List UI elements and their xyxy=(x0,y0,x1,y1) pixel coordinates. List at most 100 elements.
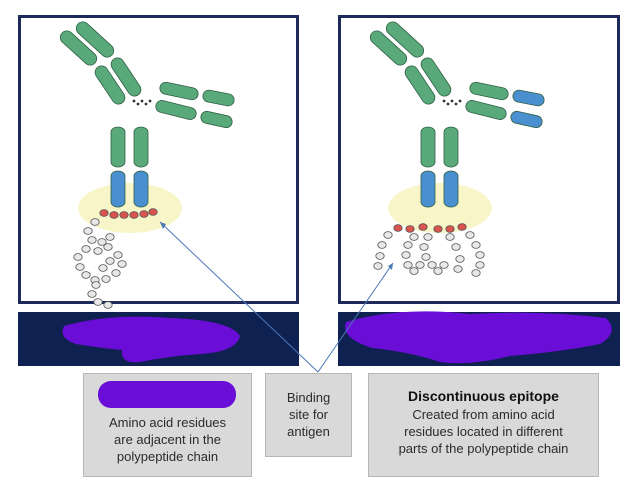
binding-site-halo xyxy=(388,183,492,233)
chain-residue xyxy=(83,227,93,235)
chain-residue xyxy=(375,252,385,260)
hinge-disulfide-dot xyxy=(148,99,152,103)
heavy-chain-segment xyxy=(159,81,199,101)
heavy-chain-segment xyxy=(512,89,545,107)
binding-site-caption: Binding site for antigen xyxy=(265,373,352,457)
chain-residue xyxy=(81,245,91,253)
chain-residue xyxy=(471,269,481,277)
chain-residue xyxy=(451,243,461,251)
hinge-disulfide-dot xyxy=(454,102,458,106)
variable-region xyxy=(133,170,149,208)
hinge-disulfide-dot xyxy=(446,102,450,106)
chain-residue xyxy=(455,255,465,263)
epitope-residue xyxy=(119,211,129,219)
chain-residue xyxy=(439,261,449,269)
chain-residue xyxy=(111,269,121,277)
caption-line: antigen xyxy=(287,424,330,439)
caption-line: polypeptide chain xyxy=(116,449,219,464)
chain-residue xyxy=(409,267,419,275)
chain-residue xyxy=(475,261,485,269)
chain-residue xyxy=(81,271,91,279)
light-chain-segment xyxy=(94,65,126,105)
chain-residue xyxy=(471,241,481,249)
antibody-left xyxy=(59,21,235,309)
caption-line: Amino acid residues xyxy=(108,415,227,430)
chain-residue xyxy=(87,236,97,244)
heavy-chain-segment xyxy=(385,21,425,58)
binding-site-halo xyxy=(78,183,182,233)
redaction-mark xyxy=(98,381,236,408)
epitope-residue xyxy=(129,211,139,219)
chain-residue xyxy=(427,261,437,269)
caption-line: are adjacent in the xyxy=(114,432,221,447)
hinge-disulfide-dot xyxy=(140,99,144,103)
light-chain-segment xyxy=(200,110,233,129)
epitope-residue xyxy=(445,225,455,233)
chain-residue xyxy=(87,290,97,298)
epitope-residue xyxy=(393,224,403,232)
chain-residue xyxy=(433,267,443,275)
pointer-arrowhead xyxy=(160,222,166,229)
light-chain-segment xyxy=(59,30,98,66)
pointer-arrowhead xyxy=(388,263,393,270)
variable-region xyxy=(443,170,459,208)
variable-region xyxy=(420,170,436,208)
redaction-mark xyxy=(345,311,612,364)
light-chain-segment xyxy=(369,30,408,66)
caption-line: parts of the polypeptide chain xyxy=(398,441,569,456)
chain-residue xyxy=(101,275,111,283)
chain-residue xyxy=(403,261,413,269)
chain-residue xyxy=(90,218,100,226)
epitope-residue xyxy=(418,223,428,231)
variable-region xyxy=(110,170,126,208)
heavy-chain-segment xyxy=(75,21,115,58)
chain-residue xyxy=(377,241,387,249)
light-chain-segment xyxy=(510,110,543,129)
heavy-chain-segment xyxy=(202,89,235,107)
chain-residue xyxy=(419,243,429,251)
hinge-disulfide-dot xyxy=(144,102,148,106)
heavy-chain-segment xyxy=(420,57,452,97)
caption-line: Binding xyxy=(286,390,331,405)
caption-title: Discontinuous epitope xyxy=(408,388,559,404)
antibody-right xyxy=(369,21,545,277)
chain-residue xyxy=(465,231,475,239)
epitope-residue xyxy=(148,208,158,216)
chain-residue xyxy=(103,301,113,309)
heavy-chain-segment xyxy=(469,81,509,101)
chain-residue xyxy=(421,253,431,261)
chain-residue xyxy=(91,281,101,289)
chain-residue xyxy=(113,251,123,259)
heavy-chain-segment xyxy=(110,57,142,97)
chain-residue xyxy=(117,260,127,268)
light-chain-segment xyxy=(443,126,459,168)
discontinuous-epitope-caption: Discontinuous epitope Created from amino… xyxy=(368,373,599,477)
epitope-residue xyxy=(457,223,467,231)
heavy-chain-segment xyxy=(110,126,126,168)
caption-line: site for xyxy=(288,407,328,422)
pointer-line xyxy=(317,262,394,373)
chain-residue xyxy=(75,263,85,271)
epitope-residue xyxy=(139,210,149,218)
hinge-disulfide-dot xyxy=(136,102,140,106)
redaction-mark xyxy=(62,316,240,363)
chain-residue xyxy=(93,298,103,306)
chain-residue xyxy=(103,243,113,251)
hinge-disulfide-dot xyxy=(442,99,446,103)
caption-line: residues located in different xyxy=(404,424,563,439)
chain-residue xyxy=(105,257,115,265)
pointer-line xyxy=(159,221,319,373)
chain-residue xyxy=(415,261,425,269)
light-chain-segment xyxy=(404,65,436,105)
epitope-residue xyxy=(109,211,119,219)
chain-residue xyxy=(73,253,83,261)
chain-residue xyxy=(409,233,419,241)
chain-residue xyxy=(423,233,433,241)
light-chain-segment xyxy=(133,126,149,168)
chain-residue xyxy=(105,233,115,241)
chain-residue xyxy=(97,238,107,246)
redaction-marks xyxy=(62,311,612,408)
chain-residue xyxy=(373,262,383,270)
pointer-lines xyxy=(159,221,394,373)
